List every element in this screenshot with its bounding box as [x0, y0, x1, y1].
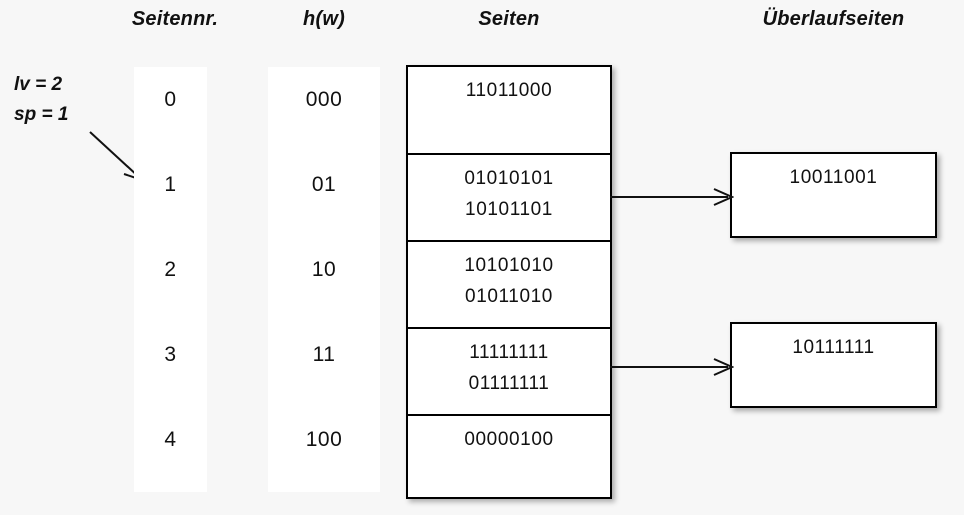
seitennr-value: 1 [164, 173, 177, 196]
column-header-seitennr: Seitennr. [131, 8, 219, 30]
param-sp: sp = 1 [14, 104, 69, 125]
seiten-page-row: 11111111 01111111 [408, 329, 610, 416]
page-record: 01010101 [464, 168, 554, 189]
seiten-page-row: 10101010 01011010 [408, 242, 610, 329]
page-record: 11011000 [465, 80, 553, 101]
hw-value: 11 [312, 343, 336, 366]
hw-value: 01 [311, 173, 337, 196]
overflow-link-arrow-icon [610, 188, 734, 206]
overflow-record: 10111111 [792, 337, 875, 358]
page-record: 00000100 [464, 429, 554, 450]
column-header-ueberlaufseiten: Überlaufseiten [762, 8, 905, 30]
hw-value: 000 [305, 88, 343, 111]
column-header-hw: h(w) [303, 8, 345, 30]
page-record: 10101010 [464, 255, 554, 276]
seitennr-value: 4 [164, 428, 177, 451]
seitennr-column: 0 1 2 3 4 [134, 67, 207, 492]
column-header-seiten: Seiten [478, 8, 540, 30]
hw-value: 100 [305, 428, 343, 451]
seitennr-value: 0 [164, 88, 177, 111]
hash-parameters: lv = 2 sp = 1 [14, 70, 68, 130]
hw-column: 000 01 10 11 100 [268, 67, 380, 492]
hw-value: 10 [311, 258, 337, 281]
overflow-page: 10111111 [730, 322, 937, 408]
overflow-link-arrow-icon [610, 358, 734, 376]
seiten-page-row: 00000100 [408, 416, 610, 497]
seiten-page-row: 11011000 [408, 67, 610, 155]
seitennr-value: 3 [164, 343, 177, 366]
seiten-table: 11011000 01010101 10101101 10101010 01011010… [406, 65, 612, 499]
page-record: 01011010 [465, 286, 553, 307]
page-record: 01111111 [468, 373, 550, 394]
page-record: 11111111 [469, 342, 549, 363]
overflow-record: 10011001 [789, 167, 878, 188]
param-lv: lv = 2 [14, 74, 63, 95]
seitennr-value: 2 [164, 258, 177, 281]
seiten-page-row: 01010101 10101101 [408, 155, 610, 242]
overflow-page: 10011001 [730, 152, 937, 238]
page-record: 10101101 [465, 199, 553, 220]
